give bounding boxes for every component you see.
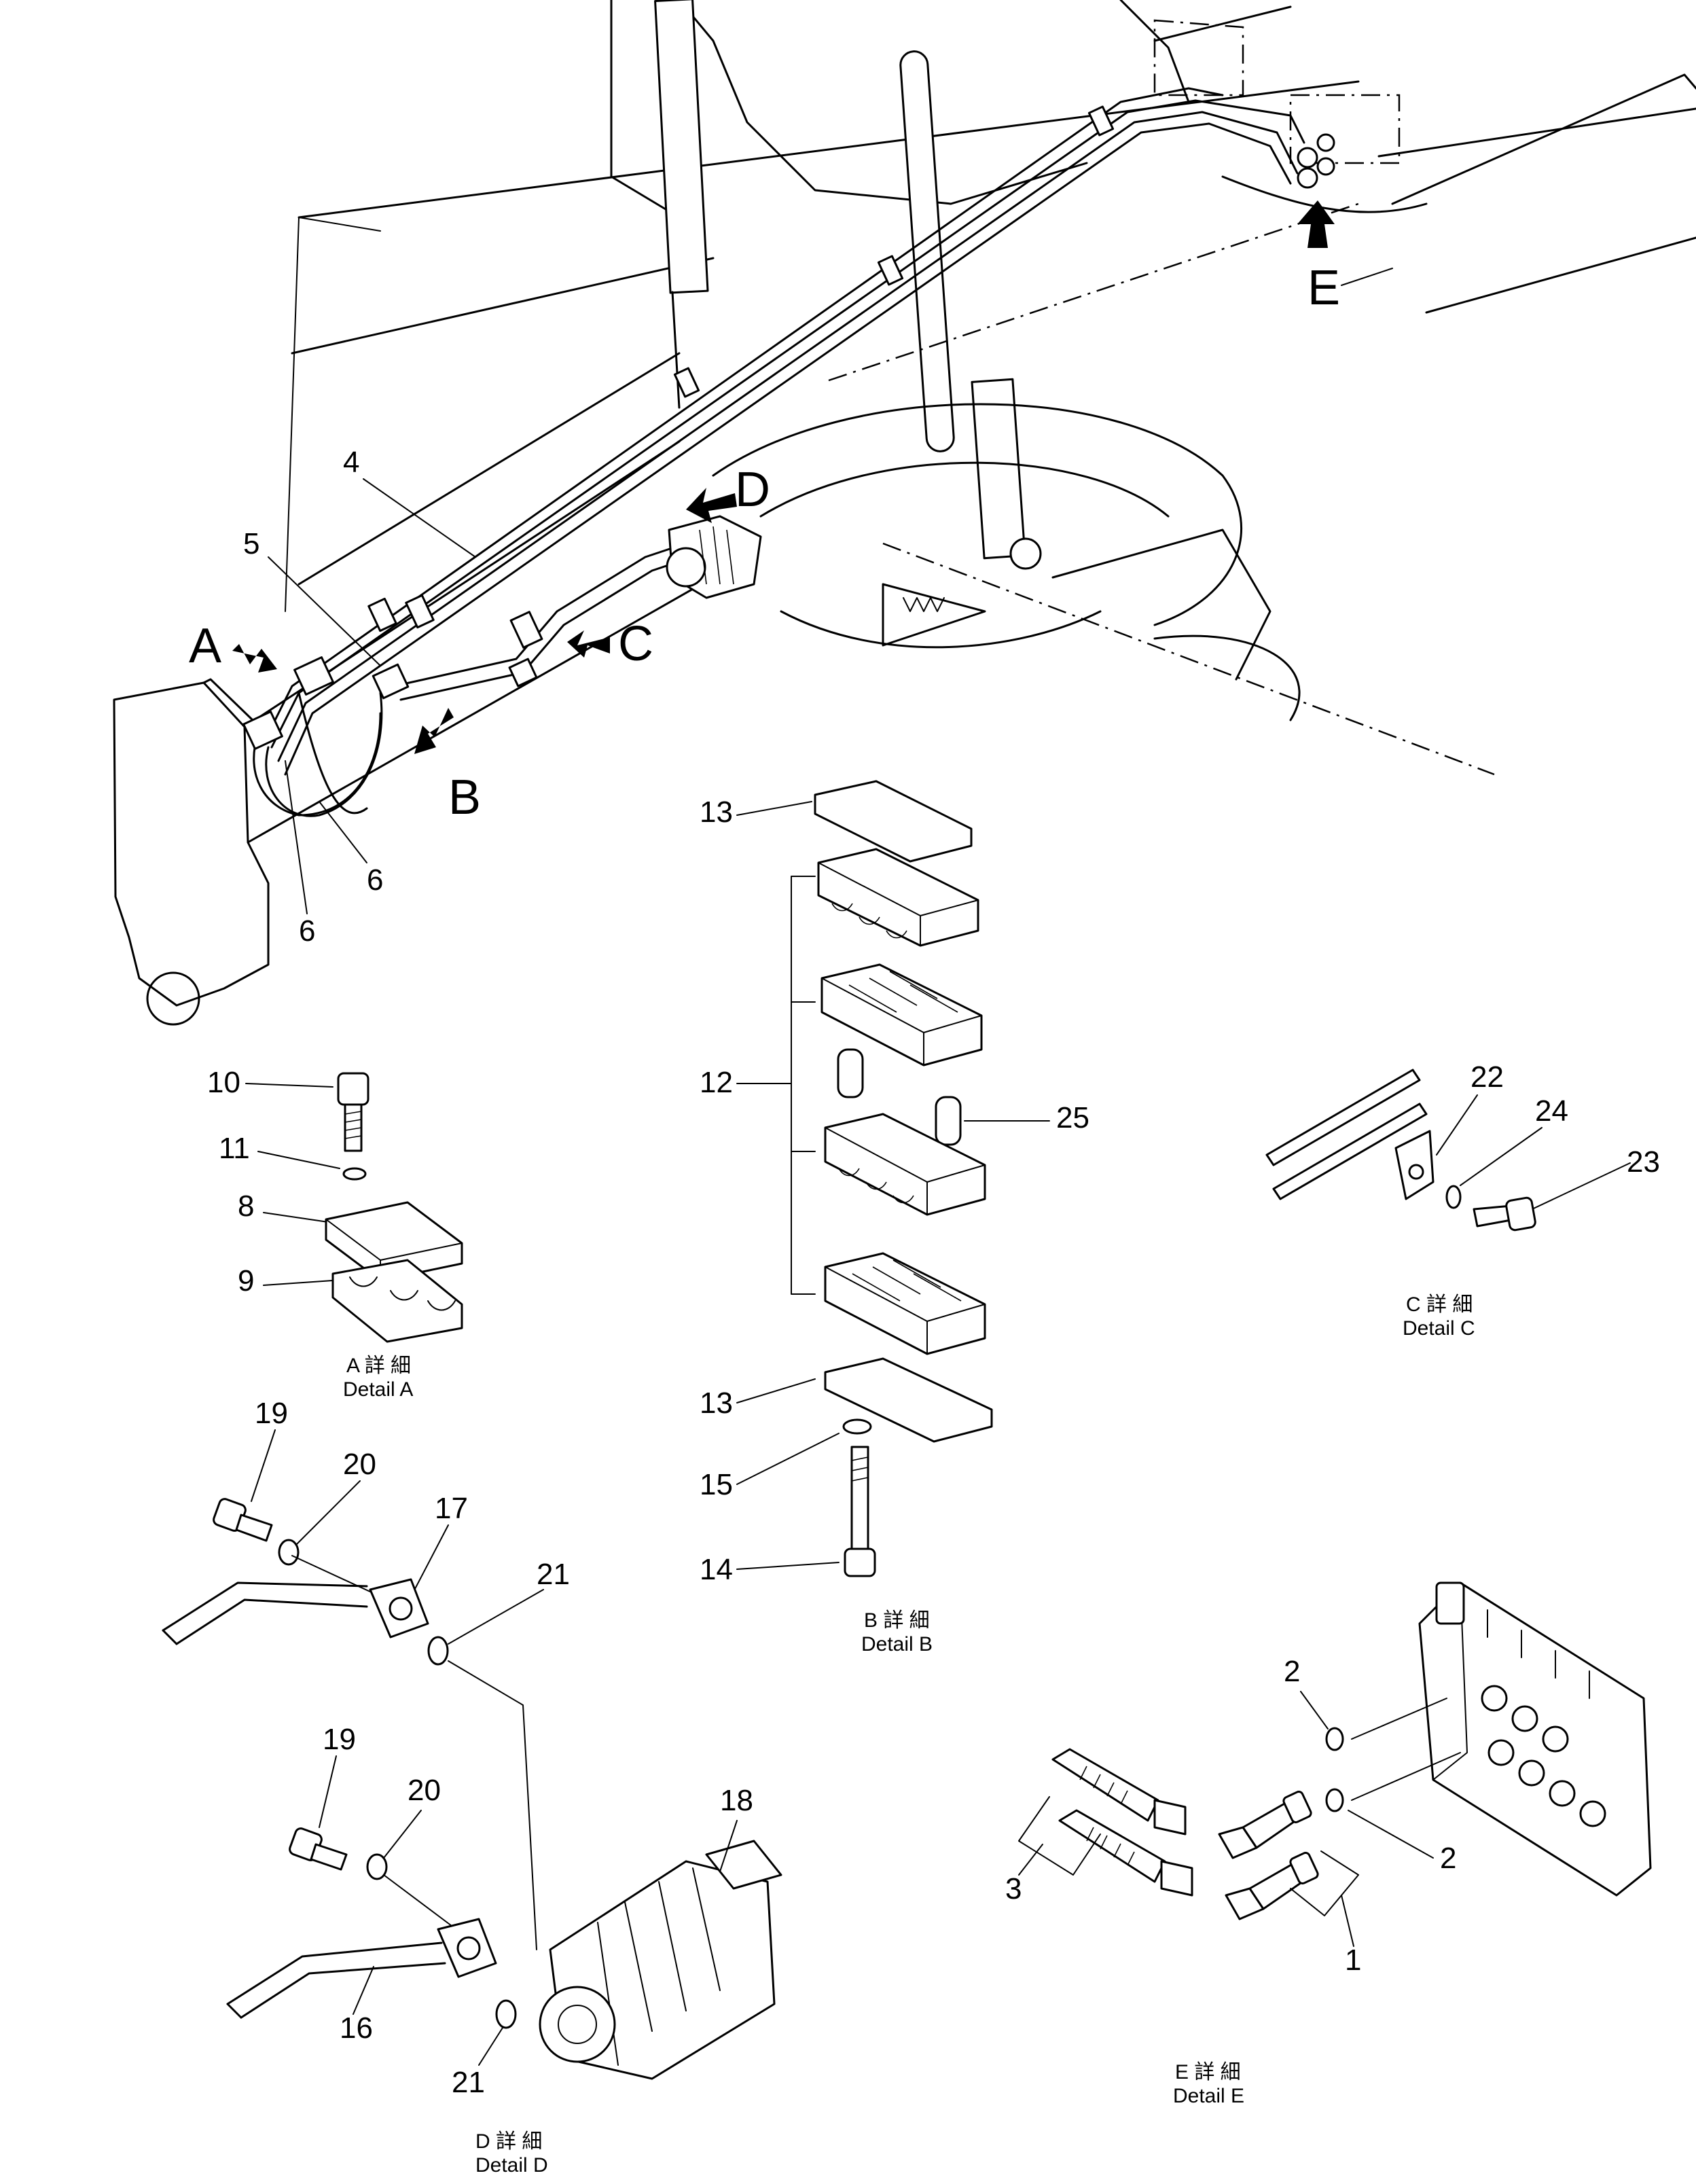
callout-8: 8 xyxy=(238,1189,254,1223)
callout-9: 9 xyxy=(238,1264,254,1297)
view-arrow-c xyxy=(567,630,610,658)
hose-3-lower xyxy=(1058,1809,1193,1897)
detail-c: 22 24 23 C 詳 細 Detail C xyxy=(1265,1060,1660,1340)
callout-20b: 20 xyxy=(408,1774,441,1807)
plate-13-bottom xyxy=(824,1357,993,1443)
elbow-1-lower xyxy=(1225,1852,1319,1920)
elbow-1-upper xyxy=(1218,1791,1312,1859)
callout-21b: 21 xyxy=(452,2066,485,2099)
callout-24: 24 xyxy=(1535,1094,1568,1128)
sleeve-25-a xyxy=(837,1048,864,1098)
detail-b: 13 12 25 13 xyxy=(700,780,1089,1655)
callout-16: 16 xyxy=(340,2011,373,2045)
front-frame xyxy=(113,80,1360,1026)
callout-14: 14 xyxy=(700,1553,733,1586)
pump-assembly xyxy=(666,515,762,599)
detail-d: 19 20 17 21 19 20 xyxy=(162,1397,782,2177)
o-ring-21-upper xyxy=(427,1636,449,1666)
detail-d-caption-jp: D 詳 細 xyxy=(475,2130,542,2153)
plate-13-top xyxy=(814,780,973,863)
callout-25: 25 xyxy=(1056,1101,1089,1134)
detail-b-caption-jp: B 詳 細 xyxy=(864,1609,930,1632)
washer-11 xyxy=(342,1167,367,1181)
callout-22: 22 xyxy=(1471,1060,1504,1094)
detail-d-caption-en: Detail D xyxy=(475,2154,548,2177)
detail-b-caption-en: Detail B xyxy=(861,1633,933,1655)
pipe-17 xyxy=(162,1555,429,1645)
bolt-19-lower xyxy=(289,1827,348,1871)
hose-3-upper xyxy=(1051,1748,1187,1836)
view-arrow-a xyxy=(232,644,277,673)
view-arrow-b xyxy=(414,708,454,754)
clamp-block-12-2 xyxy=(820,963,983,1067)
o-ring-21-lower xyxy=(495,1999,517,2029)
valve-fittings-top xyxy=(1297,133,1335,189)
callout-5: 5 xyxy=(243,527,259,560)
callout-13a: 13 xyxy=(700,795,733,829)
view-label-a: A xyxy=(189,619,221,673)
washer-20-lower xyxy=(366,1853,388,1880)
washer-24 xyxy=(1445,1185,1462,1209)
pipe-clamps xyxy=(242,105,1115,750)
clamp-block-12-3 xyxy=(824,1113,986,1216)
lift-cylinder-left xyxy=(654,0,709,409)
clamp-block-12-1 xyxy=(817,848,979,947)
o-ring-2-upper xyxy=(1325,1727,1344,1751)
lift-cylinder-right xyxy=(899,50,1042,570)
detail-e-caption-jp: E 詳 細 xyxy=(1175,2061,1241,2083)
o-ring-2-lower xyxy=(1325,1788,1344,1812)
detail-c-caption-en: Detail C xyxy=(1403,1317,1475,1340)
callout-2b: 2 xyxy=(1440,1842,1456,1875)
detail-c-caption-jp: C 詳 細 xyxy=(1406,1293,1473,1316)
upper-frame xyxy=(610,0,1696,314)
bolt-19-upper xyxy=(213,1498,273,1542)
callout-13b: 13 xyxy=(700,1386,733,1420)
callout-17: 17 xyxy=(435,1492,468,1525)
callout-23: 23 xyxy=(1627,1145,1660,1179)
bolt-23 xyxy=(1473,1196,1536,1232)
callout-21a: 21 xyxy=(537,1558,570,1591)
view-label-d: D xyxy=(735,463,770,517)
control-valve xyxy=(1418,1581,1652,1897)
main-assembly-view: A B C D E 4 5 6 6 xyxy=(113,0,1696,1026)
pipe-pair-c xyxy=(1265,1069,1421,1166)
callout-1: 1 xyxy=(1345,1944,1361,1977)
view-label-c: C xyxy=(618,617,653,671)
callout-20a: 20 xyxy=(343,1448,376,1481)
view-label-b: B xyxy=(448,770,481,825)
detail-e: 2 2 3 1 xyxy=(1005,1581,1652,2107)
callout-19a: 19 xyxy=(255,1397,288,1430)
clamp-holder-9 xyxy=(331,1259,463,1343)
pipe-16 xyxy=(226,1874,497,2019)
callout-19b: 19 xyxy=(323,1723,356,1756)
sleeve-25-b xyxy=(935,1096,962,1146)
view-arrow-e xyxy=(1297,200,1335,248)
callout-15: 15 xyxy=(700,1468,733,1501)
washer-20-upper xyxy=(278,1539,300,1566)
washer-15 xyxy=(842,1418,872,1435)
callout-6a: 6 xyxy=(299,914,315,948)
callout-10: 10 xyxy=(207,1066,240,1099)
hydraulic-pump-18 xyxy=(539,1840,782,2080)
detail-a: 10 11 8 9 A 詳 細 Detail A xyxy=(207,1066,463,1401)
detail-a-caption-en: Detail A xyxy=(343,1378,413,1401)
view-label-e: E xyxy=(1307,261,1340,315)
callout-4: 4 xyxy=(343,446,359,479)
detail-e-caption-en: Detail E xyxy=(1173,2085,1244,2107)
callout-3: 3 xyxy=(1005,1872,1022,1905)
callout-18: 18 xyxy=(720,1784,753,1817)
callout-11: 11 xyxy=(219,1132,250,1165)
bolt-10 xyxy=(337,1072,369,1152)
callout-12: 12 xyxy=(700,1066,733,1099)
view-arrow-d xyxy=(686,488,737,523)
detail-a-caption-jp: A 詳 細 xyxy=(346,1355,411,1377)
callout-2a: 2 xyxy=(1284,1655,1300,1688)
bolt-14 xyxy=(844,1446,876,1577)
hydraulic-pipe-bundle xyxy=(253,87,1305,817)
callout-6b: 6 xyxy=(367,863,383,897)
clamp-block-12-4 xyxy=(824,1252,986,1355)
circle-turntable xyxy=(712,202,1495,776)
